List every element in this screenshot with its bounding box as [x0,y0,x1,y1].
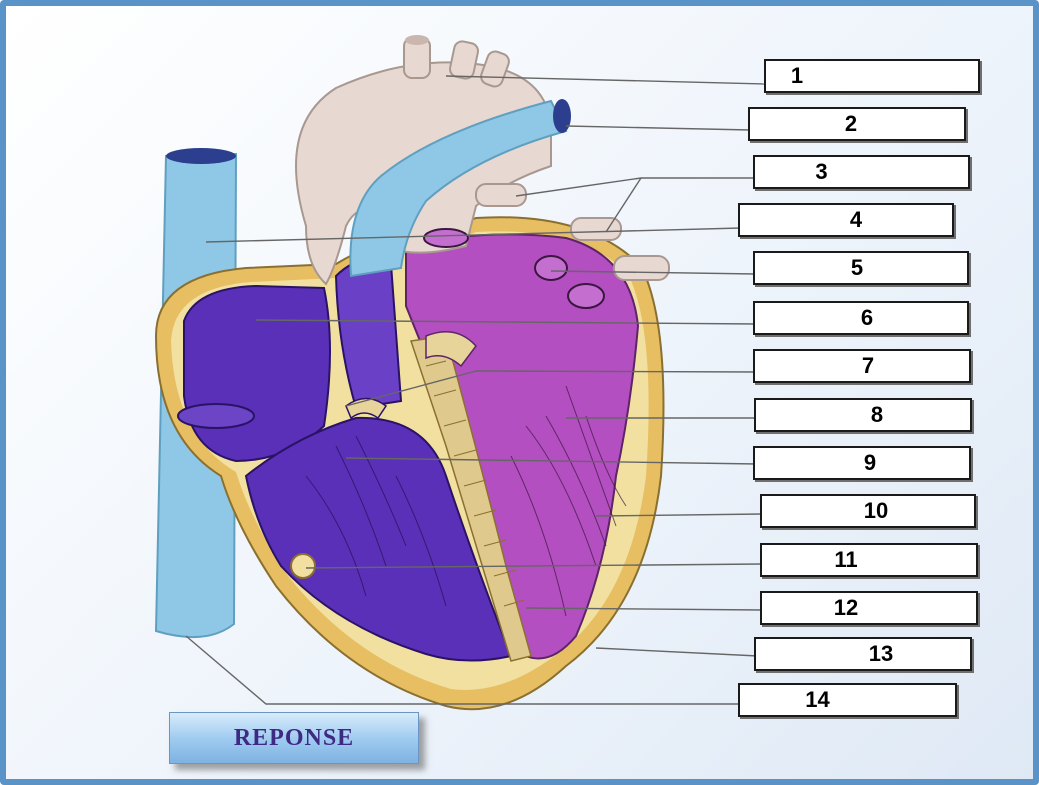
label-box-3[interactable]: 3 [753,155,970,189]
reponse-button[interactable]: REPONSE [169,712,419,764]
label-number: 2 [845,111,857,137]
pulmonary-vein [614,256,669,280]
label-box-11[interactable]: 11 [760,543,978,577]
label-number: 1 [791,63,803,89]
label-number: 12 [834,595,858,621]
pulmonary-artery-opening [553,99,571,133]
label-number: 6 [861,305,873,331]
label-box-13[interactable]: 13 [754,637,972,671]
label-box-12[interactable]: 12 [760,591,978,625]
label-box-2[interactable]: 2 [748,107,966,141]
vena-cava-opening [166,148,236,164]
label-box-14[interactable]: 14 [738,683,957,717]
label-number: 14 [805,687,829,713]
label-number: 11 [834,547,857,573]
right-atrium [184,286,330,461]
label-number: 4 [850,207,862,233]
coronary-opening [291,554,315,578]
label-number: 5 [851,255,863,281]
label-number: 8 [871,402,883,428]
label-box-4[interactable]: 4 [738,203,954,237]
label-box-8[interactable]: 8 [754,398,972,432]
label-box-1[interactable]: 1 [764,59,980,93]
label-number: 13 [869,641,893,667]
label-number: 9 [864,450,876,476]
label-number: 7 [862,353,874,379]
label-box-5[interactable]: 5 [753,251,969,285]
label-box-7[interactable]: 7 [753,349,971,383]
label-number: 3 [815,159,827,185]
label-box-10[interactable]: 10 [760,494,976,528]
label-number: 10 [864,498,888,524]
label-box-9[interactable]: 9 [753,446,971,480]
label-box-6[interactable]: 6 [753,301,969,335]
